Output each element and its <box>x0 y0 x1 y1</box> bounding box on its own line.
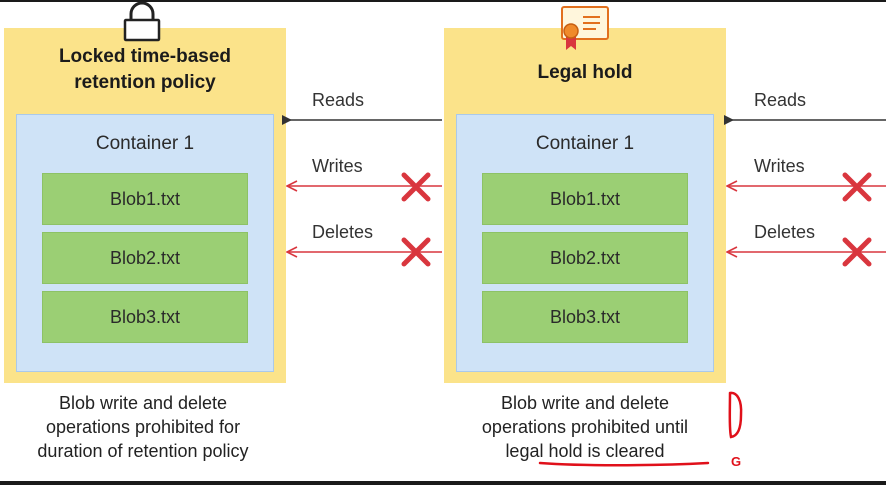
writes-label: Writes <box>754 156 805 176</box>
policy-title-line1: Locked time-based <box>58 46 232 67</box>
writes-label: Writes <box>312 156 363 176</box>
caption-line: operations prohibited until <box>481 417 689 437</box>
policy-title: Legal hold <box>537 62 633 83</box>
blob-item: Blob2.txt <box>482 232 688 284</box>
reads-label: Reads <box>754 90 807 110</box>
container-box: Container 1 Blob1.txt Blob2.txt Blob3.tx… <box>16 114 274 372</box>
caption-line: operations prohibited for <box>45 417 241 437</box>
legal-hold-box: Legal hold Container 1 Blob1.txt Blob2.t… <box>444 28 726 383</box>
container-title: Container 1 <box>95 133 195 154</box>
top-border <box>0 0 886 2</box>
left-caption: Blob write and delete operations prohibi… <box>0 391 293 463</box>
red-x-icon <box>842 172 872 202</box>
blob-item: Blob2.txt <box>42 232 248 284</box>
blob-item: Blob3.txt <box>482 291 688 343</box>
blob-item: Blob1.txt <box>42 173 248 225</box>
container-title: Container 1 <box>535 133 635 154</box>
reads-label: Reads <box>312 90 365 110</box>
caption-line: Blob write and delete <box>58 393 228 413</box>
handwritten-bracket <box>728 391 743 439</box>
deletes-label: Deletes <box>312 222 374 242</box>
container-box: Container 1 Blob1.txt Blob2.txt Blob3.tx… <box>456 114 714 372</box>
lock-icon <box>123 1 161 42</box>
red-x-icon <box>842 237 872 267</box>
bottom-border <box>0 481 886 485</box>
red-x-icon <box>401 172 431 202</box>
blob-item: Blob3.txt <box>42 291 248 343</box>
handwritten-mark: G <box>731 454 741 469</box>
caption-line: Blob write and delete <box>500 393 670 413</box>
blob-item: Blob1.txt <box>482 173 688 225</box>
locked-retention-policy-box: Locked time-based retention policy Conta… <box>4 28 286 383</box>
caption-line: duration of retention policy <box>37 441 249 461</box>
red-x-icon <box>401 237 431 267</box>
policy-title-line2: retention policy <box>74 72 216 93</box>
caption-line: legal hold is cleared <box>505 441 665 461</box>
deletes-label: Deletes <box>754 222 816 242</box>
handwritten-underline <box>538 461 710 467</box>
right-caption: Blob write and delete operations prohibi… <box>435 391 735 463</box>
certificate-icon <box>561 6 609 50</box>
